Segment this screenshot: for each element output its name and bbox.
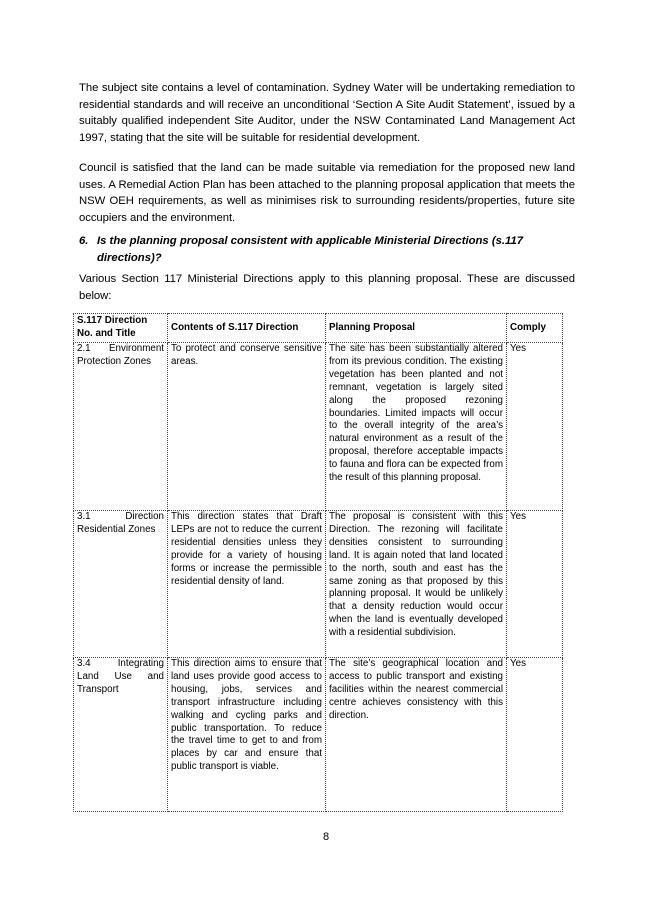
table-header-row: S.117 Direction No. and Title Contents o…: [74, 314, 563, 343]
question-number: 6.: [79, 233, 88, 250]
header-comply: Comply: [507, 314, 563, 343]
cell-contents: This direction states that Draft LEPs ar…: [168, 511, 326, 658]
cell-direction: 3.1 Direction Residential Zones: [74, 511, 168, 658]
paragraph-remediation: Council is satisfied that the land can b…: [79, 160, 575, 226]
cell-direction: 2.1 Environment Protection Zones: [74, 343, 168, 511]
paragraph-contamination: The subject site contains a level of con…: [79, 80, 575, 146]
cell-comply: Yes: [507, 343, 563, 511]
header-contents: Contents of S.117 Direction: [168, 314, 326, 343]
table-row: 3.4 Integrating Land Use and Transport T…: [74, 658, 563, 812]
cell-proposal: The proposal is consistent with this Dir…: [326, 511, 507, 658]
cell-proposal: The site has been substantially altered …: [326, 343, 507, 511]
directions-table: S.117 Direction No. and Title Contents o…: [73, 313, 563, 812]
table-row: 2.1 Environment Protection Zones To prot…: [74, 343, 563, 511]
header-direction: S.117 Direction No. and Title: [74, 314, 168, 343]
question-text: Is the planning proposal consistent with…: [97, 233, 575, 266]
cell-proposal: The site’s geographical location and acc…: [326, 658, 507, 812]
cell-contents: To protect and conserve sensitive areas.: [168, 343, 326, 511]
cell-direction: 3.4 Integrating Land Use and Transport: [74, 658, 168, 812]
cell-comply: Yes: [507, 658, 563, 812]
table-row: 3.1 Direction Residential Zones This dir…: [74, 511, 563, 658]
paragraph-directions-intro: Various Section 117 Ministerial Directio…: [79, 271, 575, 304]
cell-contents: This direction aims to ensure that land …: [168, 658, 326, 812]
header-proposal: Planning Proposal: [326, 314, 507, 343]
cell-comply: Yes: [507, 511, 563, 658]
page-number: 8: [0, 831, 652, 843]
